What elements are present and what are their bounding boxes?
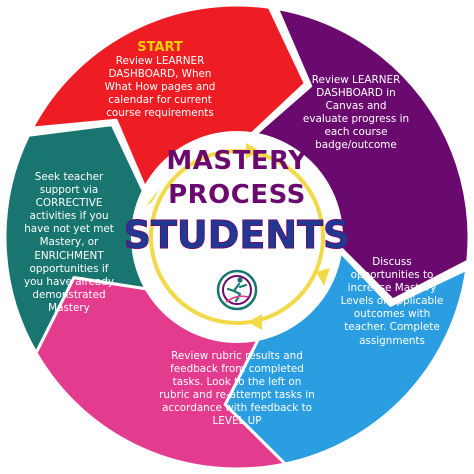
segment-blue-line: assignments: [359, 334, 425, 347]
segment-red-line: course requirements: [106, 107, 214, 120]
segment-blue-line: teacher. Complete: [344, 321, 440, 334]
segment-purple-text: Review LEARNER DASHBOARD in Canvas and e…: [285, 74, 427, 153]
center-disc: [131, 131, 343, 343]
segment-teal-line: have not yet met: [24, 223, 114, 236]
segment-teal-line: Seek teacher: [34, 171, 104, 183]
segment-blue-line: Levels of applicable: [340, 295, 444, 308]
segment-teal-line: support via: [39, 184, 99, 197]
segment-purple-line: evaluate progress in: [302, 113, 410, 126]
segment-teal-line: you have already: [24, 275, 114, 288]
segment-purple-line: DASHBOARD in: [316, 87, 396, 100]
segment-teal-line: opportunities if: [29, 262, 109, 275]
segment-blue-text: Discuss opportunities to increase Master…: [326, 256, 458, 348]
segment-blue-line: increase Mastery: [347, 282, 437, 295]
segment-teal-line: activities if you: [29, 210, 109, 223]
ring-arrow-top-icon: [246, 143, 260, 159]
segment-blue-line: Discuss: [372, 256, 412, 268]
segment-teal-line: CORRECTIVE: [35, 197, 103, 210]
segment-teal-line: demonstrated: [32, 288, 106, 301]
segment-pink-line: Review rubric results and: [171, 350, 303, 362]
segment-red-line: Review LEARNER: [115, 55, 205, 67]
segment-teal-line: ENRICHMENT: [34, 249, 104, 262]
segment-purple-line: each course: [324, 126, 388, 139]
segment-purple-line: badge/outcome: [315, 139, 397, 152]
segment-pink-text: Review rubric results and feedback from …: [124, 350, 350, 429]
cycle-ring: [149, 149, 325, 325]
runner-logo-icon: [216, 269, 258, 311]
segment-pink-line: LEVEL UP: [212, 415, 262, 428]
segment-red-line: calendar for current: [108, 94, 212, 107]
segment-blue-line: opportunities to: [350, 269, 434, 282]
segment-red-line: DASHBOARD, When: [108, 68, 212, 81]
ring-arrow-left-icon: [146, 188, 160, 206]
segment-pink-line: tasks. Look to the left on: [172, 376, 302, 389]
title-mastery: MASTERY: [166, 146, 308, 176]
title-process: PROCESS: [168, 180, 306, 210]
segment-pink-line: accordance with feedback to: [161, 402, 312, 415]
segment-teal-text: Seek teacher support via CORRECTIVE acti…: [14, 171, 124, 315]
segment-teal-line: Mastery, or: [39, 236, 99, 249]
segment-blue-line: outcomes with: [353, 308, 431, 321]
ring-arrow-bottom-icon: [248, 314, 262, 330]
start-label: START: [137, 40, 183, 55]
segment-pink-line: feedback from completed: [170, 363, 304, 376]
segment-purple-line: Canvas and: [325, 100, 387, 113]
segment-red-line: What How pages and: [104, 81, 216, 94]
segment-teal-line: Mastery: [48, 301, 90, 314]
segment-red-text: START Review LEARNER DASHBOARD, When Wha…: [83, 40, 237, 120]
title-students: STUDENTS: [123, 213, 351, 258]
segment-pink-line: rubric and re-attempt tasks in: [159, 389, 315, 402]
ring-arrow-right-icon: [316, 268, 330, 286]
segment-purple-line: Review LEARNER: [311, 74, 401, 86]
